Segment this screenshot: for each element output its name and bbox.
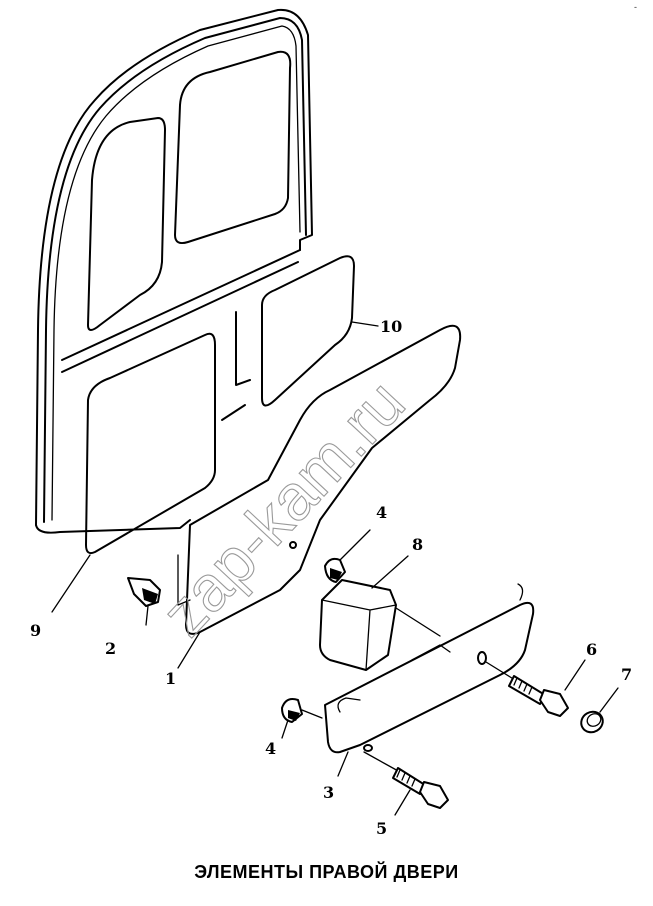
callout-3: 3	[323, 783, 334, 802]
upholstery-panel-10	[261, 255, 379, 407]
leader-lines	[51, 554, 409, 777]
callout-10: 10	[380, 317, 402, 336]
callout-4a: 4	[376, 503, 387, 522]
clip-4-lower	[281, 698, 323, 739]
clip-4-upper	[289, 529, 371, 583]
cap-7	[580, 687, 619, 734]
callout-6: 6	[586, 640, 597, 659]
callout-8: 8	[412, 535, 423, 554]
bracket-3	[319, 579, 535, 754]
bolt-5	[363, 751, 449, 816]
callout-9: 9	[30, 621, 41, 640]
callout-1: 1	[165, 669, 176, 688]
bolt-6	[485, 659, 586, 717]
callout-7: 7	[621, 665, 632, 684]
trim-panel-1	[177, 324, 462, 635]
clip-2	[127, 577, 161, 626]
diagram-title: ЭЛЕМЕНТЫ ПРАВОЙ ДВЕРИ	[194, 862, 459, 882]
door-frame	[35, 8, 313, 555]
callout-2: 2	[105, 639, 116, 658]
callout-4b: 4	[265, 739, 276, 758]
corner-mark: -	[634, 2, 637, 12]
callout-5: 5	[376, 819, 387, 838]
